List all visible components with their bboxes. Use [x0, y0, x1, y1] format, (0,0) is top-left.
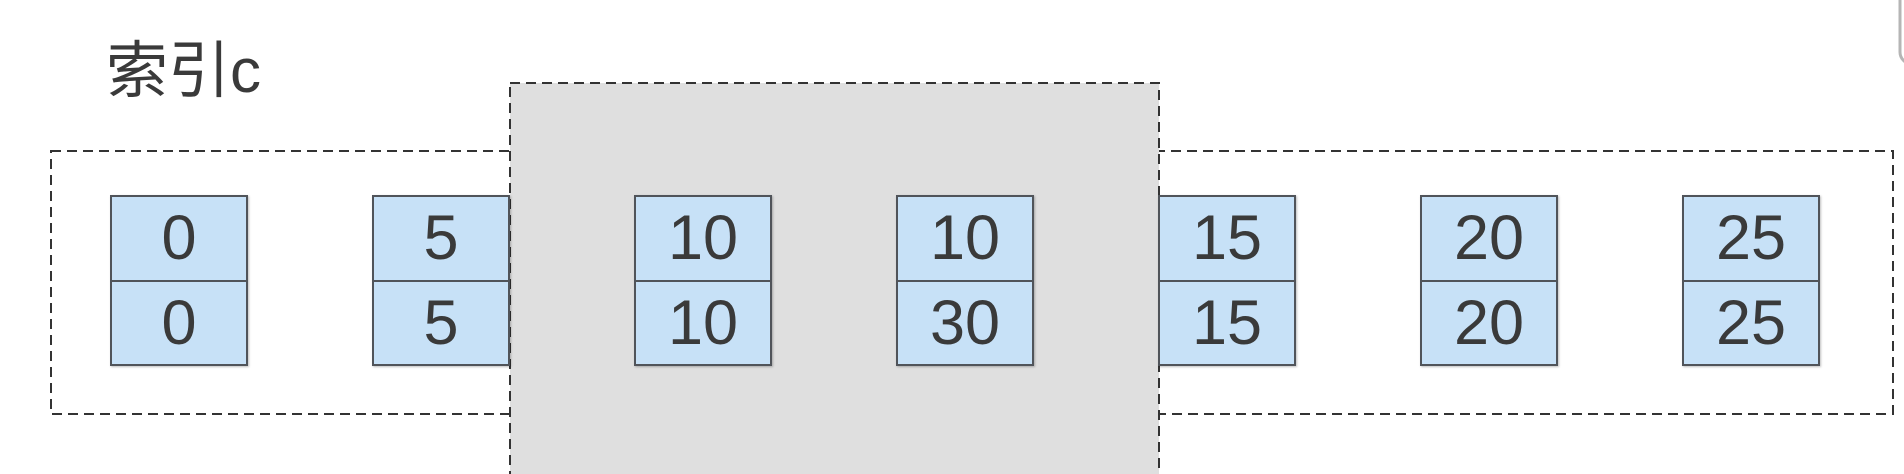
index-cell-bottom: 0 — [161, 287, 197, 358]
index-cell-top: 15 — [1160, 197, 1294, 282]
index-entry-pair-5[interactable]: 20 20 — [1420, 195, 1558, 366]
index-cell-top: 10 — [636, 197, 770, 282]
scrollbar-corner[interactable] — [1898, 0, 1904, 64]
index-entry-pair-0[interactable]: 0 0 — [110, 195, 248, 366]
index-entry-pair-4[interactable]: 15 15 — [1158, 195, 1296, 366]
index-cell-bottom: 20 — [1453, 287, 1525, 358]
diagram-title: 索引c — [106, 37, 262, 106]
index-cell-bottom: 5 — [423, 287, 459, 358]
highlight-region — [509, 82, 1160, 474]
index-entry-pair-2[interactable]: 10 10 — [634, 195, 772, 366]
index-cell-top: 5 — [374, 197, 508, 282]
index-cell-bottom: 15 — [1191, 287, 1263, 358]
index-cell-top: 0 — [112, 197, 246, 282]
index-cell-bottom: 25 — [1715, 287, 1787, 358]
index-cell-top: 20 — [1422, 197, 1556, 282]
index-entry-pair-6[interactable]: 25 25 — [1682, 195, 1820, 366]
index-cell-bottom: 30 — [929, 287, 1001, 358]
index-cell-bottom: 10 — [667, 287, 739, 358]
index-cell-top: 25 — [1684, 197, 1818, 282]
index-entry-pair-3[interactable]: 10 30 — [896, 195, 1034, 366]
index-cell-top: 10 — [898, 197, 1032, 282]
index-entry-pair-1[interactable]: 5 5 — [372, 195, 510, 366]
